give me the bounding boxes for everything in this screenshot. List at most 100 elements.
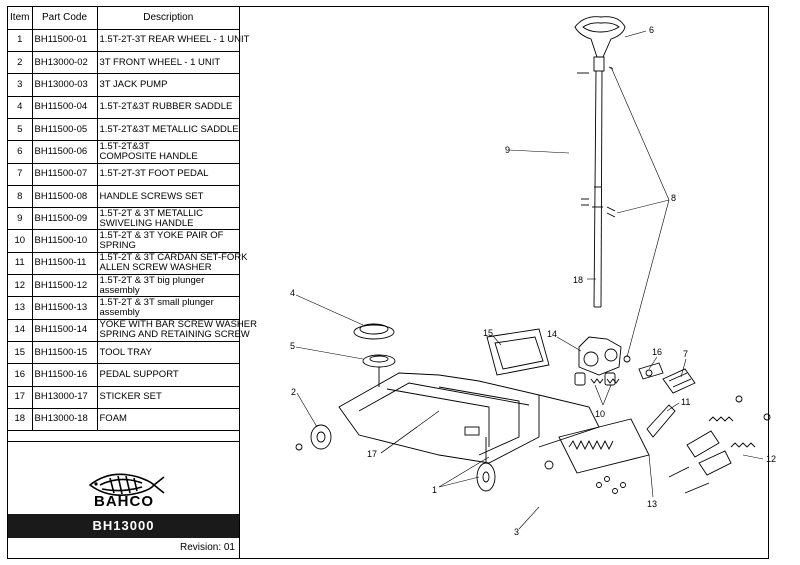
cell-description: 3T FRONT WHEEL - 1 UNIT [96, 51, 239, 75]
cell-description: TOOL TRAY [96, 340, 239, 365]
callout-16: 16 [652, 347, 662, 357]
description-line-1: YOKE WITH BAR SCREW WASHER [99, 319, 257, 331]
cell-item: 8 [8, 184, 33, 209]
cell-description: HANDLE SCREWS SET [96, 184, 239, 209]
callout-14: 14 [547, 329, 557, 339]
callout-4: 4 [290, 288, 295, 298]
description-line-2: assembly [99, 284, 140, 296]
yoke-drawing [574, 336, 631, 386]
cell-item: 3 [8, 73, 33, 97]
cell-part-code: BH11500-11 [31, 251, 98, 276]
cell-item: 15 [8, 340, 33, 365]
plunger-drawing [668, 395, 771, 494]
header-part-code: Part Code [31, 7, 98, 30]
rear-wheel-drawing [476, 437, 496, 492]
callout-13: 13 [647, 499, 657, 509]
cell-item: 7 [8, 162, 33, 186]
cell-item: 10 [8, 229, 33, 253]
jack-pump-drawing [544, 418, 650, 494]
tool-tray-drawing [486, 328, 550, 376]
cell-description: STICKER SET [96, 385, 239, 409]
cell-part-code: BH11500-15 [31, 340, 98, 365]
cell-item: 14 [8, 318, 33, 342]
cell-description: FOAM [96, 407, 239, 432]
callout-labels: 6 9 8 18 4 5 2 15 14 16 7 10 11 12 13 17… [290, 25, 776, 537]
callout-1: 1 [432, 485, 437, 495]
cell-part-code: BH11500-12 [31, 274, 98, 298]
cell-part-code: BH11500-08 [31, 184, 98, 209]
exploded-view-diagram: 6 9 8 18 4 5 2 15 14 16 7 10 11 12 13 17… [290, 16, 776, 537]
description-line-1: 1.5T-2T & 3T small plunger [99, 297, 214, 308]
model-banner: BH13000 [8, 514, 239, 538]
front-wheel-drawing [295, 424, 332, 451]
swiveling-handle-drawing [577, 66, 614, 308]
table-header-row: Item Part Code Description [8, 7, 239, 30]
logo-divider [8, 441, 239, 442]
cell-part-code: BH11500-13 [31, 296, 98, 320]
cell-item: 5 [8, 117, 33, 142]
cell-description: PEDAL SUPPORT [96, 363, 239, 387]
fish-logo-icon [88, 473, 165, 496]
cell-description: 1.5T-2T&3T RUBBER SADDLE [96, 95, 239, 119]
description-line-1: 1.5T-2T & 3T YOKE PAIR OF [99, 230, 224, 242]
description-line-1: 1.5T-2T&3T [99, 140, 150, 152]
callout-12: 12 [766, 454, 776, 464]
cell-part-code: BH11500-04 [31, 95, 98, 119]
description-line-1: 1.5T-2T & 3T big plunger [99, 274, 205, 286]
cell-part-code: BH13000-02 [31, 51, 98, 75]
description-line-2: assembly [99, 307, 140, 318]
cell-item: 6 [8, 140, 33, 164]
cell-item: 1 [8, 28, 33, 53]
header-item: Item [8, 7, 33, 30]
description-line-2: SWIVELING HANDLE [99, 217, 194, 229]
header-description: Description [96, 7, 239, 30]
cell-description: 1.5T-2T&3T METALLIC SADDLE [96, 117, 239, 142]
description-line-2: SPRING AND RETAINING SCREW [99, 329, 250, 341]
cell-part-code: BH11500-14 [31, 318, 98, 342]
callout-18: 18 [573, 275, 583, 285]
callout-17: 17 [367, 449, 377, 459]
cell-part-code: BH13000-17 [31, 385, 98, 409]
callout-10: 10 [595, 409, 605, 419]
description-line-2: COMPOSITE HANDLE [99, 150, 198, 162]
cell-part-code: BH13000-03 [31, 73, 98, 97]
handle-screws-drawing [581, 198, 616, 218]
callout-11: 11 [681, 397, 690, 407]
cell-description: 1.5T-2T-3T FOOT PEDAL [96, 162, 239, 186]
description-line-1: 1.5T-2T & 3T CARDAN SET-FORK [99, 252, 248, 264]
leader-lines [295, 30, 764, 530]
cell-part-code: BH11500-05 [31, 117, 98, 142]
cell-item: 13 [8, 296, 33, 320]
cell-description: 1.5T-2T-3T REAR WHEEL - 1 UNIT [96, 28, 249, 53]
pedal-drawing [638, 362, 696, 394]
callout-2: 2 [291, 387, 296, 397]
description-line-2: SPRING [99, 240, 136, 252]
cell-part-code: BH11500-06 [31, 140, 98, 164]
callout-15: 15 [483, 328, 493, 338]
callout-9: 9 [505, 145, 510, 155]
saddle-drawing [353, 323, 396, 387]
